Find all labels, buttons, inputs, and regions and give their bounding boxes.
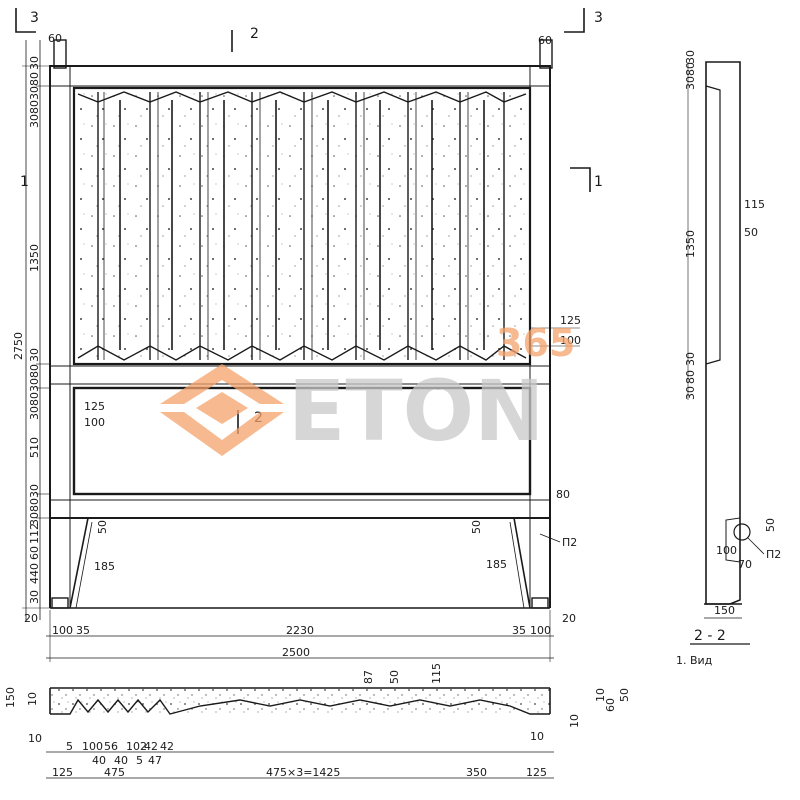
dim-35-bl: 35 xyxy=(76,624,90,637)
section-3-left: 3 xyxy=(30,10,39,26)
plan-dim-40a: 40 xyxy=(92,754,106,767)
left-dimensions: 60 30 80 30 80 30 1350 2750 30 80 30 80 … xyxy=(12,32,62,625)
dim-1350: 1350 xyxy=(28,244,41,272)
dim-80: 80 xyxy=(28,364,41,378)
dim-30: 30 xyxy=(28,348,41,362)
panel-dimensions: 60 125 100 125 100 80 50 185 50 185 П2 2… xyxy=(46,34,581,662)
sec-dim-50: 50 xyxy=(744,226,758,239)
sec-dim-1350: 1350 xyxy=(684,230,697,258)
dim-125-window: 125 xyxy=(84,400,105,413)
section-1-left: 1 xyxy=(20,174,29,190)
dim-20-right: 20 xyxy=(562,612,576,625)
sec-dim-115: 115 xyxy=(744,198,765,211)
dim-50-leg-right: 50 xyxy=(470,520,483,534)
dim-30: 30 xyxy=(28,56,41,70)
dim-80: 80 xyxy=(28,392,41,406)
sec-dim-30b: 30 xyxy=(684,50,697,64)
dim-30: 30 xyxy=(28,512,41,526)
sec-dim-80: 80 xyxy=(684,62,697,76)
section-title: 2 - 2 xyxy=(694,628,726,644)
plan-dim-10e: 10 xyxy=(530,730,544,743)
dim-80: 80 xyxy=(28,498,41,512)
dim-100: 100 xyxy=(560,334,581,347)
dim-80: 80 xyxy=(28,100,41,114)
dim-30: 30 xyxy=(28,86,41,100)
watermark-logo-icon xyxy=(160,364,284,456)
sec-dim-80b: 80 xyxy=(684,370,697,384)
plan-dim-10b: 10 xyxy=(594,688,607,702)
dim-60-right: 60 xyxy=(538,34,552,47)
dim-30: 30 xyxy=(28,590,41,604)
dim-100-bl: 100 xyxy=(52,624,73,637)
plan-dim-42a: 42 xyxy=(144,740,158,753)
view-label: 1. Вид xyxy=(676,654,713,667)
dim-20-left: 20 xyxy=(24,612,38,625)
dim-185-right: 185 xyxy=(486,558,507,571)
section-1-right: 1 xyxy=(594,174,603,190)
plan-dim-10d: 10 xyxy=(28,732,42,745)
dim-100-br: 100 xyxy=(530,624,551,637)
sec-dim-150: 150 xyxy=(714,604,735,617)
plan-dim-42b: 42 xyxy=(160,740,174,753)
plan-dim-5b: 5 xyxy=(136,754,143,767)
dim-30: 30 xyxy=(28,114,41,128)
plan-dim-50r: 50 xyxy=(618,688,631,702)
sec-dim-30c: 30 xyxy=(684,352,697,366)
plan-dim-10: 10 xyxy=(26,692,39,706)
sec-callout-p2: П2 xyxy=(766,548,781,561)
dim-440: 440 xyxy=(28,563,41,584)
sec-dim-30: 30 xyxy=(684,76,697,90)
dim-80-rail: 80 xyxy=(556,488,570,501)
dim-80: 80 xyxy=(28,72,41,86)
dim-185-left: 185 xyxy=(94,560,115,573)
watermark: 365 ETON xyxy=(160,321,575,460)
plan-dim-102: 102 xyxy=(126,740,147,753)
plan-dim-5: 5 xyxy=(66,740,73,753)
section-2-top: 2 xyxy=(250,26,259,42)
dim-125: 125 xyxy=(560,314,581,327)
dim-60-left: 60 xyxy=(48,32,62,45)
plan-dim-50: 50 xyxy=(388,670,401,684)
dim-30: 30 xyxy=(28,406,41,420)
plan-dim-125-left: 125 xyxy=(52,766,73,779)
dim-2230: 2230 xyxy=(286,624,314,637)
sec-dim-50b: 50 xyxy=(764,518,777,532)
dim-30: 30 xyxy=(28,378,41,392)
plan-dim-10c: 10 xyxy=(568,714,581,728)
plan-dim-475: 475 xyxy=(104,766,125,779)
plan-dim-1425: 475×3=1425 xyxy=(266,766,340,779)
watermark-brand: ETON xyxy=(288,362,544,460)
plan-dim-100: 100 xyxy=(82,740,103,753)
plan-dim-47: 47 xyxy=(148,754,162,767)
dim-60: 60 xyxy=(28,546,41,560)
dim-112: 112 xyxy=(28,523,41,544)
plan-view: 150 10 87 50 115 10 60 50 10 10 10 5 100… xyxy=(4,663,631,779)
plan-dim-350: 350 xyxy=(466,766,487,779)
watermark-number: 365 xyxy=(496,321,575,365)
sec-dim-100: 100 xyxy=(716,544,737,557)
rib-pattern xyxy=(77,91,527,361)
section-3-right: 3 xyxy=(594,10,603,26)
dim-2500: 2500 xyxy=(282,646,310,659)
dim-30: 30 xyxy=(28,484,41,498)
section-2-2: 30 80 30 115 1350 50 30 80 30 50 100 70 … xyxy=(676,50,781,667)
plan-dim-125-right: 125 xyxy=(526,766,547,779)
dim-2750: 2750 xyxy=(12,332,25,360)
plan-dim-60: 60 xyxy=(604,698,617,712)
dim-35-br: 35 xyxy=(512,624,526,637)
sec-dim-70: 70 xyxy=(738,558,752,571)
dim-510: 510 xyxy=(28,437,41,458)
plan-dim-56: 56 xyxy=(104,740,118,753)
plan-dim-150: 150 xyxy=(4,687,17,708)
plan-dim-115: 115 xyxy=(430,663,443,684)
callout-p2: П2 xyxy=(562,536,577,549)
dim-100-window: 100 xyxy=(84,416,105,429)
plan-dim-87: 87 xyxy=(362,670,375,684)
plan-dim-40b: 40 xyxy=(114,754,128,767)
panel-elevation xyxy=(49,39,553,609)
dim-50-leg-left: 50 xyxy=(96,520,109,534)
sec-dim-30d: 30 xyxy=(684,386,697,400)
